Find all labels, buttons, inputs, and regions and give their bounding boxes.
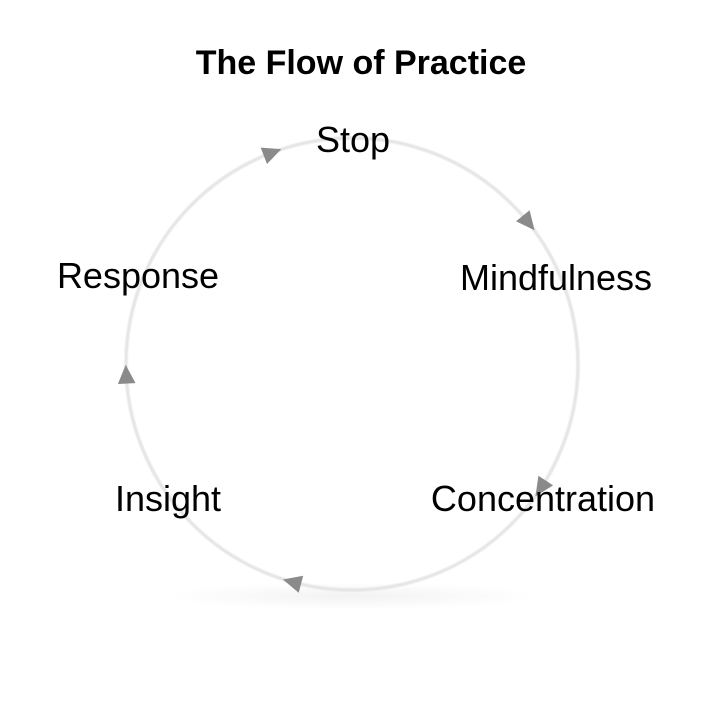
cycle-ring <box>124 136 580 592</box>
arrow-icon-5 <box>117 364 136 384</box>
node-label-insight: Insight <box>115 478 221 519</box>
node-label-mindfulness: Mindfulness <box>460 257 652 298</box>
arrow-icon-1 <box>260 147 282 164</box>
ring-shadow <box>162 582 542 610</box>
diagram-title: The Flow of Practice <box>196 44 527 82</box>
arrow-icon-2 <box>516 210 535 231</box>
node-label-concentration: Concentration <box>431 478 655 519</box>
node-label-stop: Stop <box>316 119 390 160</box>
cycle-arrows <box>117 147 554 593</box>
arrow-icon-3 <box>535 475 554 497</box>
arrow-icon-4 <box>282 575 304 593</box>
node-label-response: Response <box>57 255 219 296</box>
